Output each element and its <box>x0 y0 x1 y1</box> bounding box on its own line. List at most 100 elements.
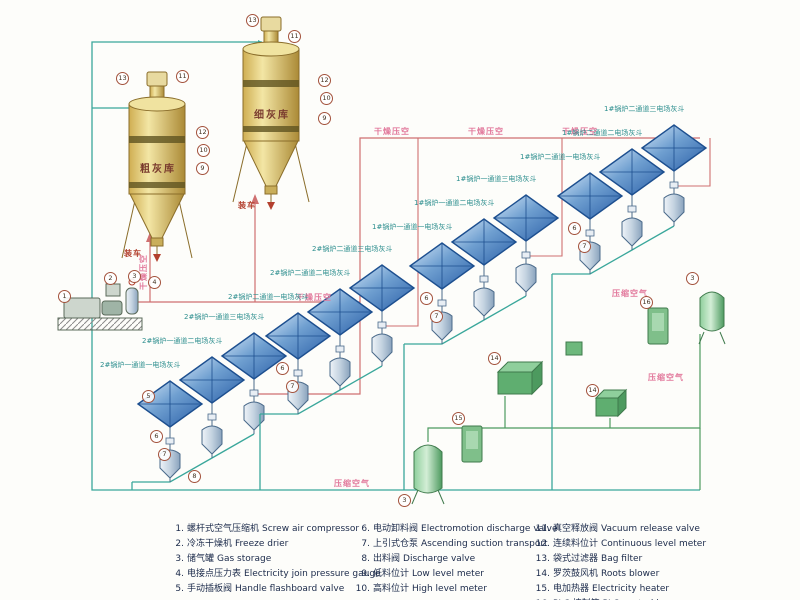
motor-icon <box>101 300 123 316</box>
discharge-valve-icon <box>479 275 489 283</box>
blower-air-pipes <box>427 334 701 490</box>
right-side-equipment <box>411 291 726 505</box>
compressor-base <box>57 317 143 331</box>
discharge-valve-icon <box>585 229 595 237</box>
group-air-feed-pipe <box>386 138 419 327</box>
group-air-feed-pipe <box>678 138 711 187</box>
suction-pump-vessel-icon <box>329 357 351 387</box>
tank-leg <box>437 489 445 505</box>
discharge-valve-icon <box>437 299 447 307</box>
silo-leg <box>232 142 248 203</box>
suction-pump-vessel-icon <box>243 401 265 431</box>
hopper-group <box>403 138 563 490</box>
suction-pump-vessel-icon <box>663 193 685 223</box>
discharge-valve-icon <box>377 321 387 329</box>
tank-leg <box>411 489 419 505</box>
freeze-drier-icon <box>105 283 121 297</box>
silo-leg <box>294 142 310 203</box>
silo-outlet-valve <box>264 185 278 195</box>
discharge-valve-icon <box>293 369 303 377</box>
arrow-up-fine <box>251 194 259 204</box>
suction-pump-vessel-icon <box>159 449 181 479</box>
discharge-valve-icon <box>249 389 259 397</box>
legend-item: 16.PLC 控制箱PLC control box <box>534 596 718 600</box>
suction-pump-vessel-icon <box>201 425 223 455</box>
group-manifold-pipe <box>552 225 675 275</box>
discharge-valve-icon <box>335 345 345 353</box>
group-manifold-pipe <box>132 433 255 483</box>
silo-top <box>128 96 186 112</box>
air-compressor-unit <box>57 278 143 331</box>
main-ash-pipe <box>91 41 700 491</box>
gas-storage-tank-icon <box>413 444 443 494</box>
silo-body <box>242 48 300 142</box>
group-manifold-pipe <box>260 365 383 415</box>
screw-compressor-icon <box>63 297 101 319</box>
roots-blower-icon <box>617 388 627 418</box>
silo-outlet-valve <box>150 237 164 247</box>
coarse-ash-silo <box>121 71 193 262</box>
gas-storage-icon <box>125 287 139 315</box>
green-air-main <box>427 334 701 442</box>
silo-leg <box>121 195 137 259</box>
roots-blower-icon <box>497 371 533 395</box>
silo-top <box>242 41 300 57</box>
discharge-valve-icon <box>165 437 175 445</box>
silo-band <box>243 80 299 87</box>
suction-pump-vessel-icon <box>371 333 393 363</box>
tank-leg <box>698 331 705 345</box>
group-manifold-pipe <box>404 295 527 345</box>
suction-pump-vessel-icon <box>287 381 309 411</box>
pressure-gauge-icon <box>128 278 136 286</box>
fine-ash-silo <box>232 16 310 210</box>
tank-leg <box>719 331 726 345</box>
silo-cone <box>129 193 185 239</box>
hopper-group <box>259 138 419 490</box>
hopper-groups-layer <box>131 124 711 490</box>
discharge-valve-icon <box>669 181 679 189</box>
hopper-group <box>131 332 288 490</box>
suction-pump-vessel-icon <box>515 263 537 293</box>
discharge-valve-icon <box>207 413 217 421</box>
silo-band <box>129 182 185 188</box>
group-air-feed-pipe <box>530 138 563 257</box>
cabinet-door <box>466 431 478 449</box>
hopper-group <box>551 124 711 490</box>
suction-pump-vessel-icon <box>621 217 643 247</box>
roots-blower-icon <box>531 360 543 396</box>
silo-body <box>128 103 186 195</box>
truck-load-arrow <box>267 202 275 210</box>
bag-filter-icon <box>260 16 282 32</box>
suction-pump-vessel-icon <box>473 287 495 317</box>
suction-pump-vessel-icon <box>431 311 453 341</box>
silo-band <box>129 136 185 143</box>
suction-pump-vessel-icon <box>579 241 601 271</box>
discharge-valve-icon <box>627 205 637 213</box>
silo-cone <box>243 140 299 187</box>
small-equipment-box <box>565 341 583 356</box>
main-air-pipe <box>138 137 700 303</box>
bag-filter-icon <box>146 71 168 87</box>
roots-blower-icon <box>595 397 619 417</box>
silo-leg <box>177 195 193 259</box>
diagram-canvas <box>57 16 726 505</box>
